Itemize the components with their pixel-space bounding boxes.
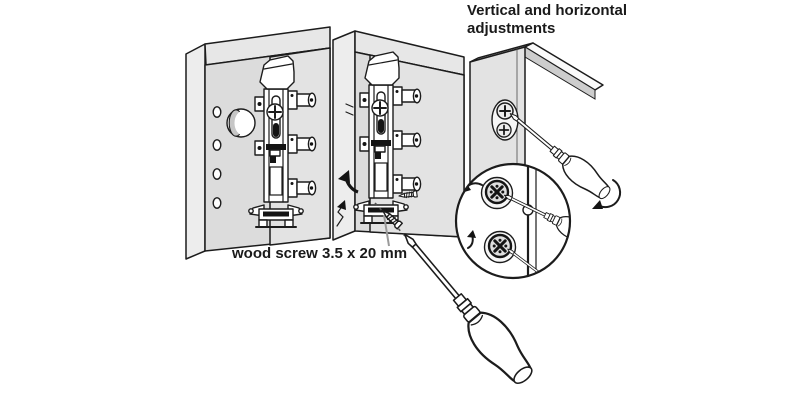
- title-line-2: adjustments: [467, 20, 556, 37]
- magnified-screw-bottom: [487, 233, 513, 259]
- step2-illustration: [332, 30, 465, 247]
- insert-arrow: [336, 204, 344, 227]
- cup-hole: [226, 108, 256, 138]
- wood-screw-label: wood screw 3.5 x 20 mm: [232, 245, 408, 262]
- system-holes: [212, 106, 222, 209]
- title-line-1: Vertical and horizontal: [467, 2, 628, 19]
- vertical-adjust-arrow: [467, 230, 476, 249]
- section-title: Vertical and horizontal adjustments: [467, 2, 627, 38]
- step1-illustration: [185, 26, 331, 260]
- magnified-screw-top: [484, 179, 510, 205]
- magnifier-detail-circle: [454, 162, 572, 280]
- label-leader-line: [383, 214, 390, 247]
- rotation-arrow: [592, 179, 622, 209]
